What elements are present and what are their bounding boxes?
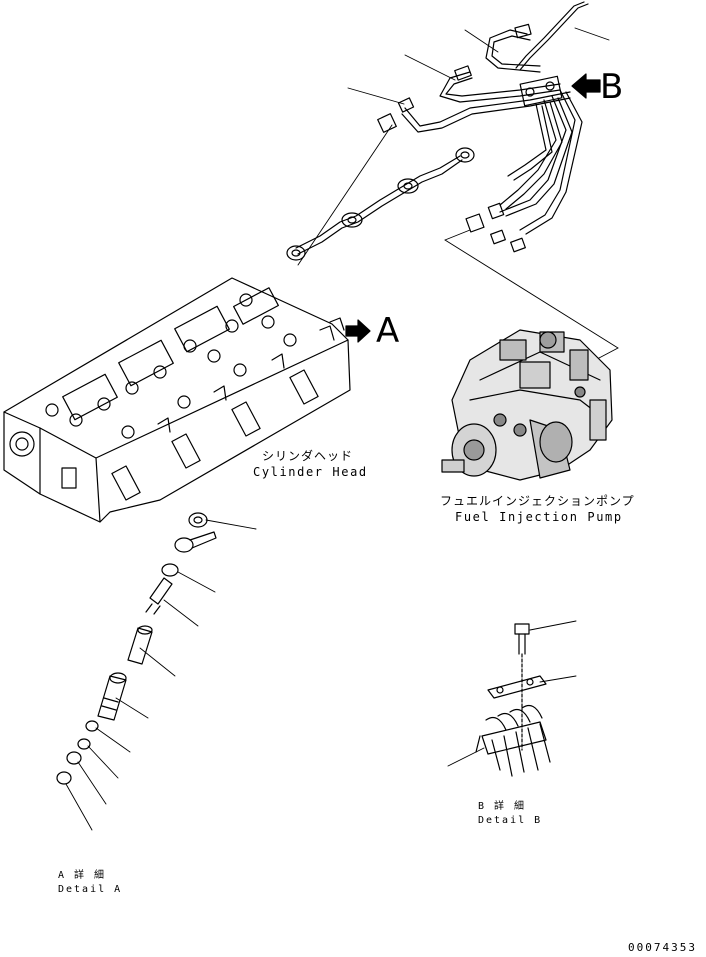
leak-off-pipe [286,113,475,261]
cylinder-head-label-en: Cylinder Head [253,465,368,479]
injection-pipes [397,1,589,253]
injection-pump-label-jp: フュエルインジェクションポンプ [440,494,635,508]
cylinder-head-drawing [3,277,351,523]
injection-pump-label-en: Fuel Injection Pump [455,510,623,524]
detail-a-parts [56,512,217,785]
callout-a-label: A [376,311,400,351]
callout-arrow-b [571,73,601,99]
detail-a-title-en: Detail A [58,884,123,895]
fuel-injection-pump-drawing [441,329,613,481]
leader-lines-detail-a [65,519,257,831]
callout-b-label: B [600,67,624,107]
leader-lines-top [297,27,619,369]
detail-b-parts [475,623,551,777]
detail-b-title-jp: B 詳 細 [478,801,527,812]
detail-a-title-jp: A 詳 細 [58,870,107,881]
cylinder-head-label-jp: シリンダヘッド [262,449,354,463]
callout-arrow-a [345,319,371,343]
leader-lines-detail-b [447,620,577,767]
detail-b-title-en: Detail B [478,815,543,826]
drawing-number: 00074353 [628,941,697,954]
